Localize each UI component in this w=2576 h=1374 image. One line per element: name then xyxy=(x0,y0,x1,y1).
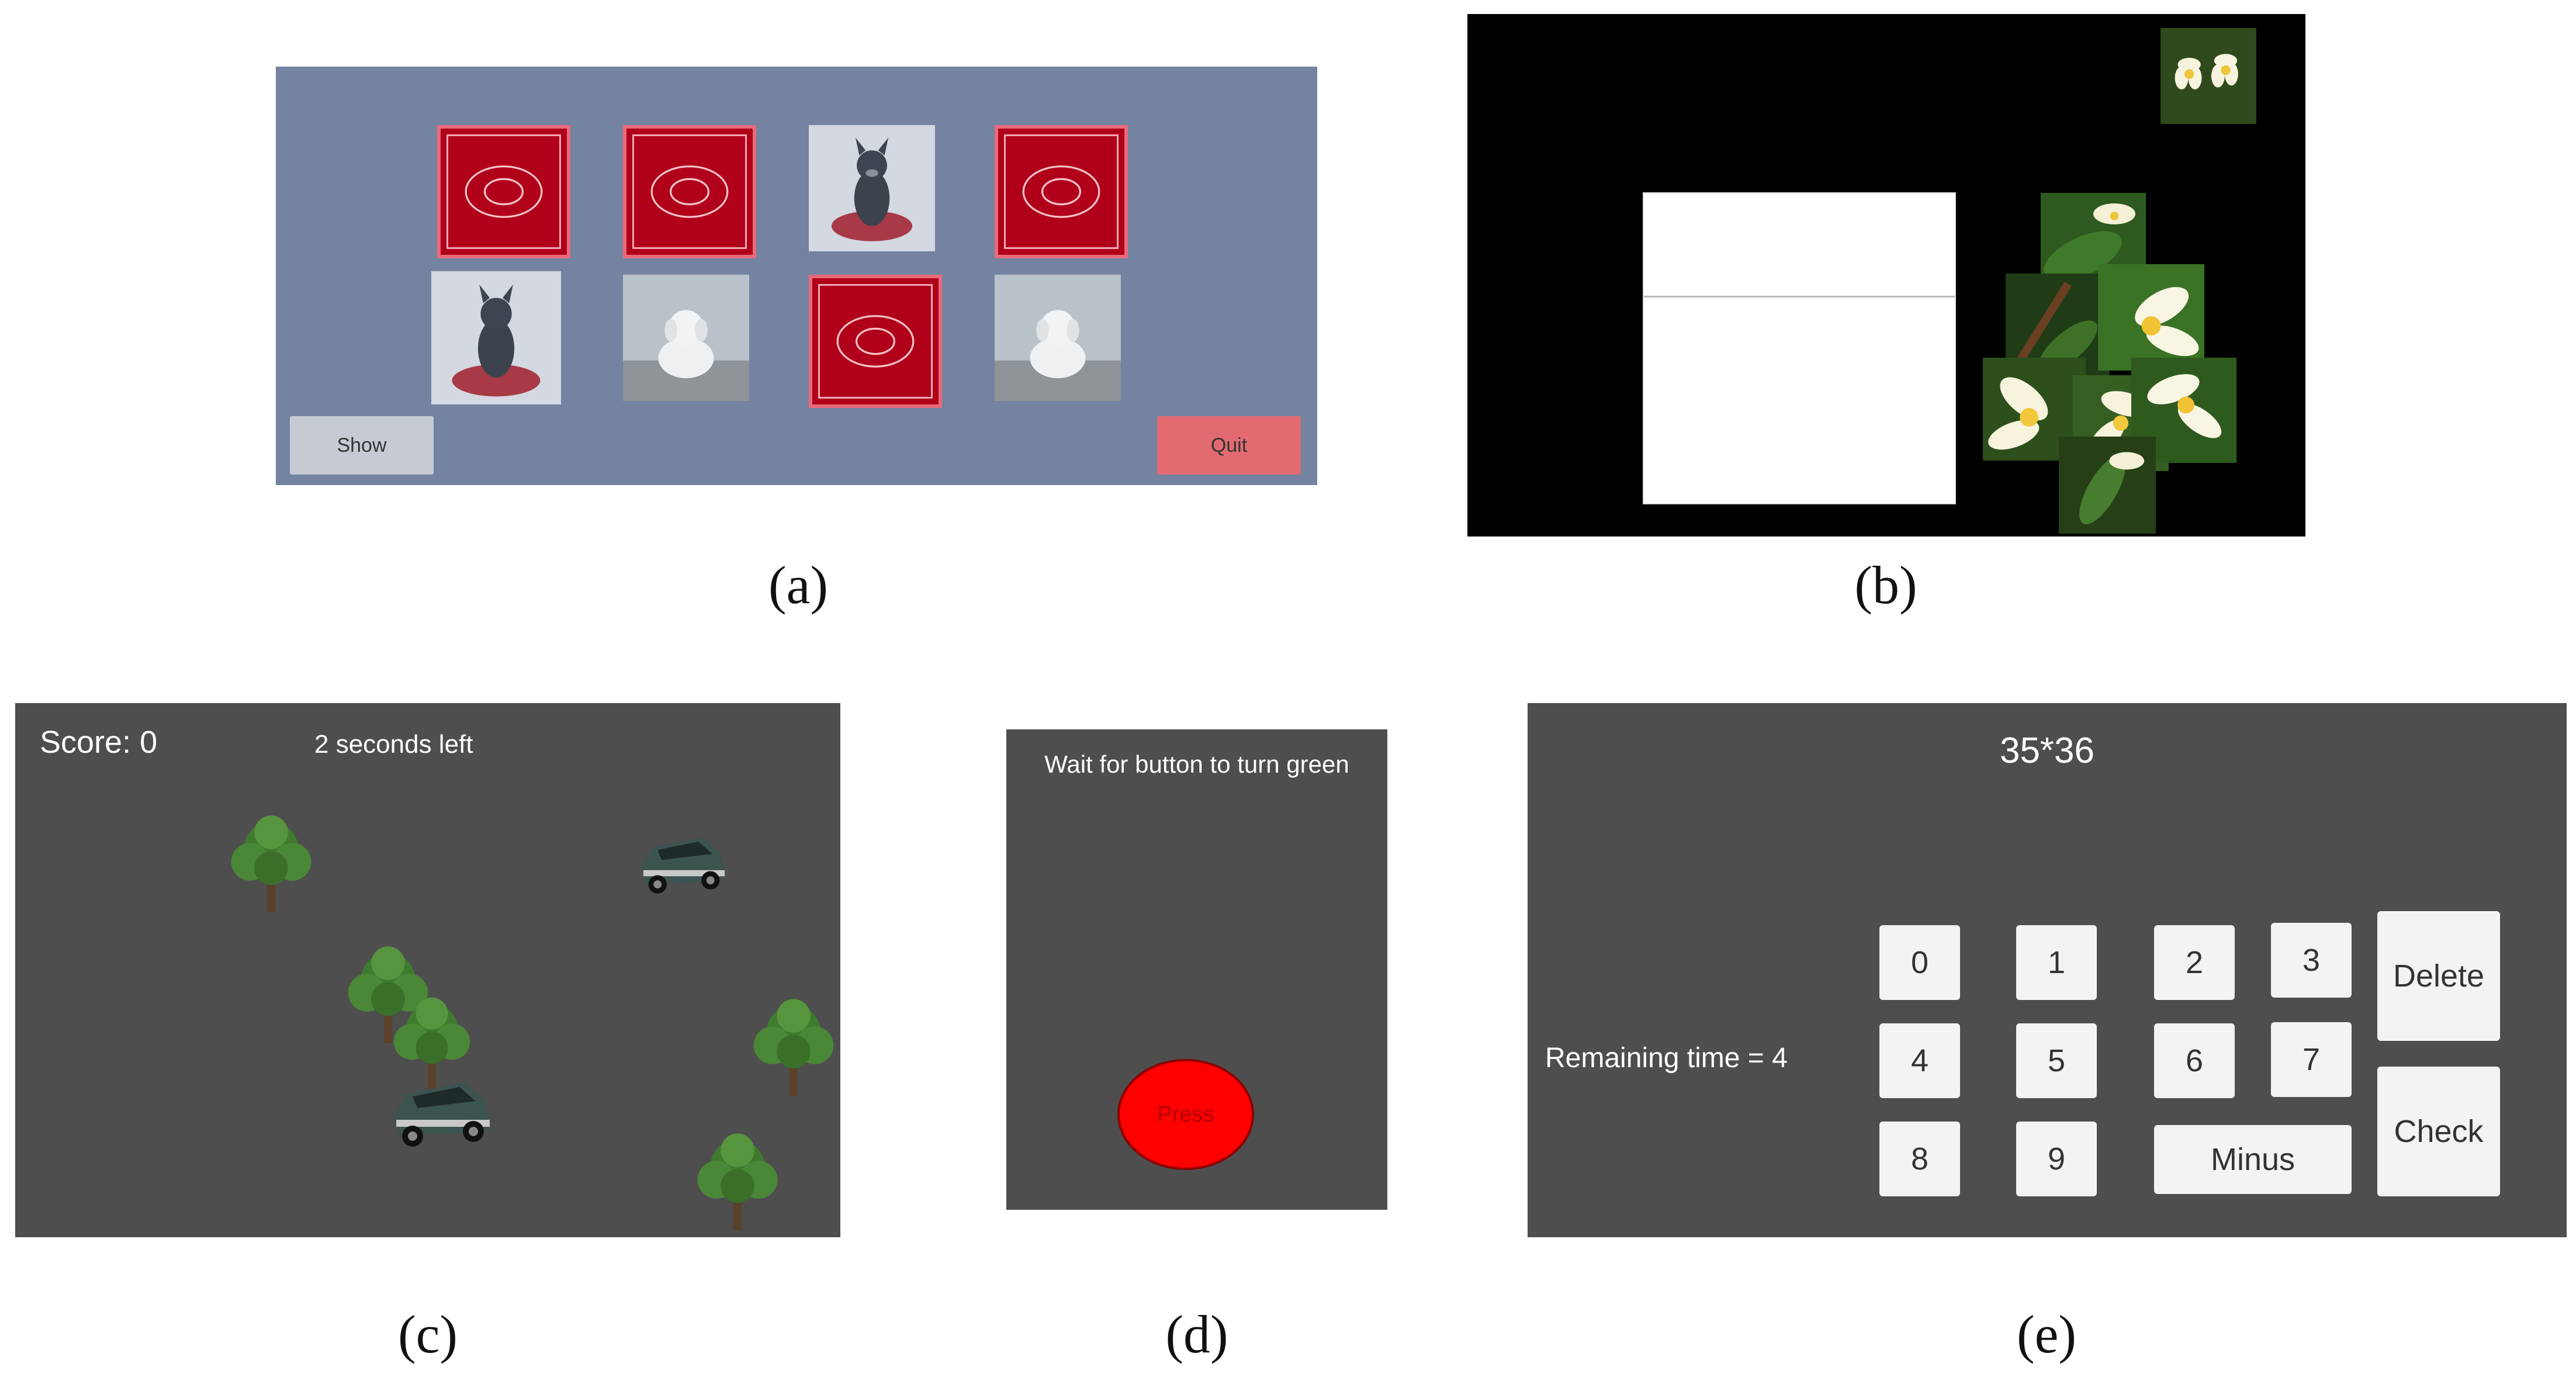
puzzle-game-panel xyxy=(1467,14,2305,537)
delete-button[interactable]: Delete xyxy=(2377,911,2500,1041)
car-icon[interactable] xyxy=(382,1044,499,1167)
math-quiz-panel: 35*36 Remaining time = 4 0 1 2 3 4 5 6 7… xyxy=(1528,703,2567,1237)
memory-card-bulldog[interactable] xyxy=(431,271,561,404)
press-button[interactable]: Press xyxy=(1117,1059,1254,1170)
puzzle-piece[interactable] xyxy=(2096,264,2206,371)
tree-icon[interactable] xyxy=(219,804,324,916)
memory-card-back[interactable] xyxy=(995,125,1128,258)
memory-card-back[interactable] xyxy=(437,125,570,258)
memory-card-puppy[interactable] xyxy=(623,275,749,401)
show-button[interactable]: Show xyxy=(290,416,434,475)
key-4[interactable]: 4 xyxy=(1879,1023,1960,1098)
memory-card-back[interactable] xyxy=(623,125,756,258)
caption-a: (a) xyxy=(768,555,829,615)
memory-game-panel: Show Quit xyxy=(276,67,1317,485)
key-2[interactable]: 2 xyxy=(2154,925,2235,1000)
car-icon[interactable] xyxy=(631,804,733,912)
memory-card-back[interactable] xyxy=(809,275,942,408)
caption-b: (b) xyxy=(1854,555,1917,615)
key-8[interactable]: 8 xyxy=(1879,1122,1960,1196)
check-button[interactable]: Check xyxy=(2377,1067,2500,1196)
key-7[interactable]: 7 xyxy=(2271,1022,2352,1097)
key-9[interactable]: 9 xyxy=(2016,1122,2097,1196)
caption-d: (d) xyxy=(1165,1304,1228,1364)
tap-game-panel: Score: 0 2 seconds left xyxy=(15,703,840,1237)
quit-button[interactable]: Quit xyxy=(1157,416,1301,475)
math-problem: 35*36 xyxy=(1999,731,2095,771)
puzzle-divider xyxy=(1644,296,1955,297)
reaction-test-panel: Wait for button to turn green Press xyxy=(1006,729,1387,1210)
caption-c: (c) xyxy=(397,1304,458,1364)
timer-label: 2 seconds left xyxy=(314,730,473,759)
puzzle-piece[interactable] xyxy=(2059,434,2156,537)
key-5[interactable]: 5 xyxy=(2016,1023,2097,1098)
key-1[interactable]: 1 xyxy=(2016,925,2097,1000)
key-3[interactable]: 3 xyxy=(2271,923,2352,998)
caption-e: (e) xyxy=(2016,1304,2077,1364)
minus-button[interactable]: Minus xyxy=(2154,1125,2352,1194)
score-label: Score: 0 xyxy=(40,725,158,760)
key-0[interactable]: 0 xyxy=(1879,925,1960,1000)
tree-icon[interactable] xyxy=(381,989,483,1090)
tree-icon[interactable] xyxy=(335,933,441,1048)
instruction-text: Wait for button to turn green xyxy=(1044,750,1349,778)
puzzle-board[interactable] xyxy=(1643,192,1956,504)
key-6[interactable]: 6 xyxy=(2154,1023,2235,1098)
reference-image xyxy=(2160,28,2256,124)
tree-icon[interactable] xyxy=(685,1119,790,1236)
puzzle-piece[interactable] xyxy=(2131,357,2236,464)
tree-icon[interactable] xyxy=(741,986,840,1100)
remaining-time-label: Remaining time = 4 xyxy=(1545,1043,1788,1074)
memory-card-bulldog[interactable] xyxy=(809,125,935,251)
memory-card-puppy[interactable] xyxy=(995,275,1121,401)
